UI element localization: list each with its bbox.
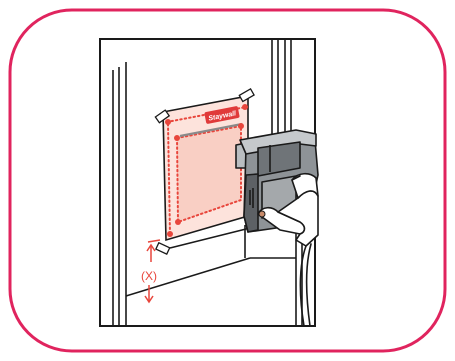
measure-label: (X) — [141, 269, 157, 283]
thumb-nail — [259, 211, 265, 217]
